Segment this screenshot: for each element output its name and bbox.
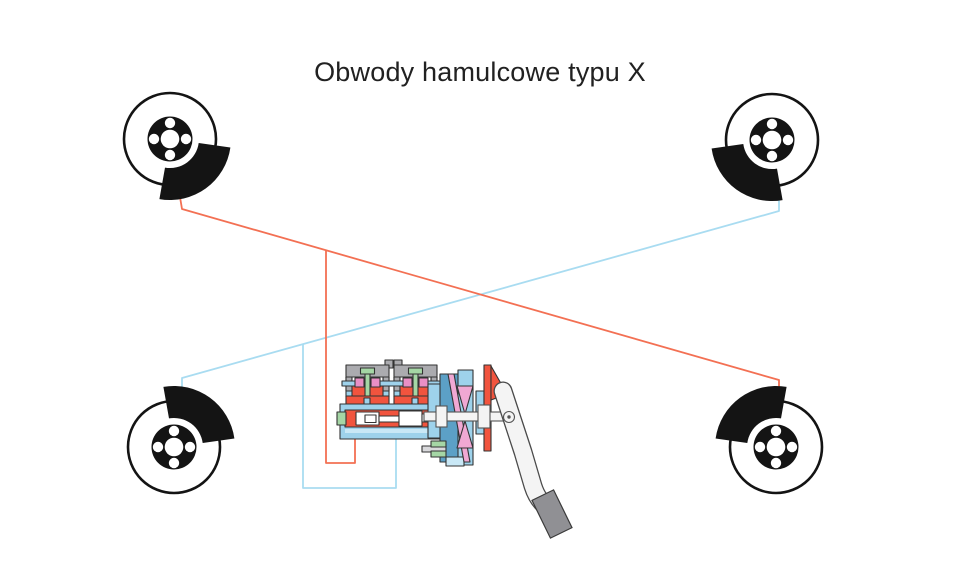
diaphragm-upper	[456, 385, 474, 415]
secondary-piston	[398, 410, 423, 427]
seal	[402, 377, 413, 388]
seal	[418, 377, 429, 388]
red-pipe-branch	[325, 249, 356, 464]
brake-disc-bottom-right	[714, 384, 824, 495]
piston-detail	[364, 414, 377, 424]
seal	[370, 377, 381, 388]
end-fitting	[336, 411, 347, 426]
pushrod-collar	[477, 404, 491, 429]
valve-cap	[407, 367, 424, 375]
blue-pipe-branch	[302, 343, 397, 489]
vacuum-fitting	[430, 450, 447, 458]
pushrod-collar	[435, 405, 448, 428]
pedal-arm	[494, 382, 559, 518]
pushrod	[423, 404, 505, 429]
brake-pedal	[493, 381, 573, 539]
cylinder-highlight	[345, 429, 441, 433]
booster-foot	[445, 456, 465, 467]
piston-rod	[378, 415, 400, 423]
brake-disc-top-left	[122, 91, 232, 202]
seal	[354, 377, 365, 388]
valve-cap	[359, 367, 376, 375]
pedal-pivot-pin	[507, 415, 511, 419]
diagram-title: Obwody hamulcowe typu X	[314, 57, 646, 87]
diaphragm-lower	[456, 420, 474, 449]
red-pipe-diagonal	[179, 196, 780, 402]
pedal-pad	[531, 489, 573, 539]
brake-disc-top-right	[710, 92, 820, 203]
brake-disc-bottom-left	[126, 384, 236, 495]
vacuum-fitting	[430, 440, 447, 448]
